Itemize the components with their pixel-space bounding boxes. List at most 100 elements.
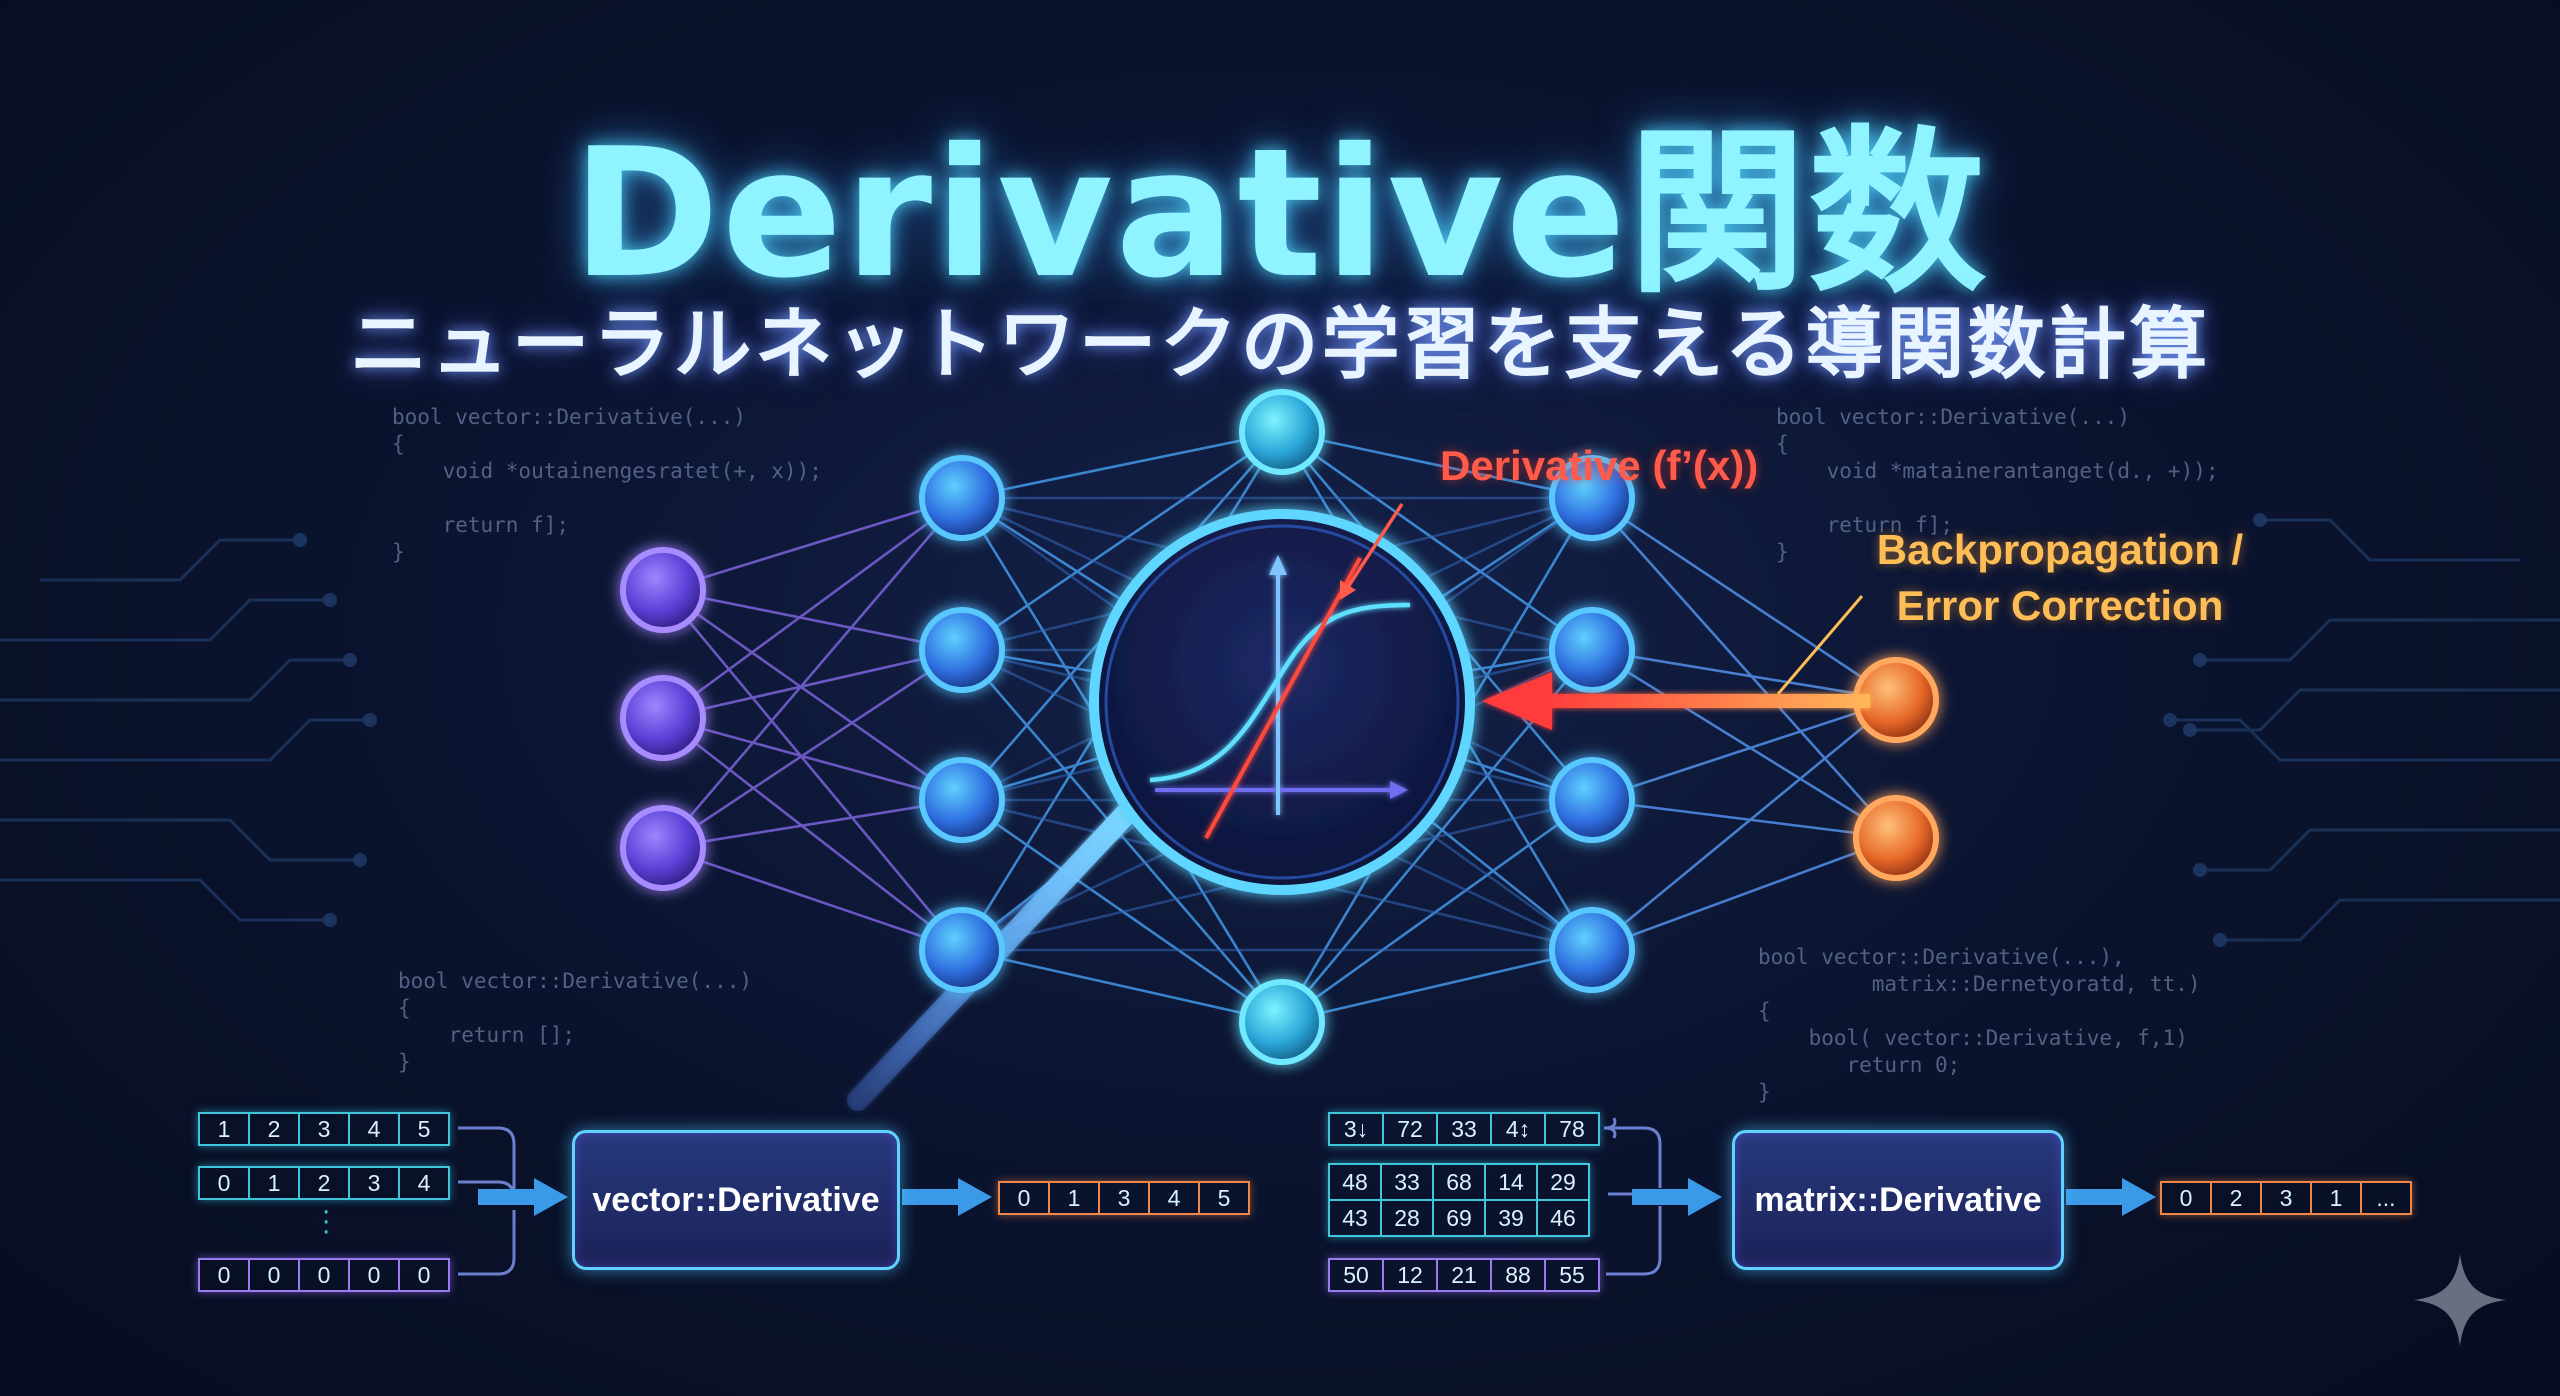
matrix-cell: 4↕ [1492, 1114, 1546, 1144]
connection-line [1591, 648, 1897, 702]
backpropagation-label-line: Error Correction [1896, 582, 2224, 629]
matrix-cell: 33 [1438, 1114, 1492, 1144]
connection-line [662, 648, 963, 850]
code-snippet-bottom-right: bool vector::Derivative(...), matrix::De… [1758, 945, 2201, 1104]
matrix-cell: 55 [1559, 1262, 1585, 1288]
backpropagation-arrow [1482, 672, 1870, 730]
vector-output-cell: 0 [1000, 1183, 1050, 1213]
hidden-node-b [1549, 455, 1635, 541]
page-subtitle: ニューラルネットワークの学習を支える導関数計算 [349, 300, 2211, 390]
connection-line [662, 648, 963, 720]
connection-line [961, 649, 1283, 1023]
matrix-output-cell: 2 [2212, 1183, 2262, 1213]
circuit-pads [293, 513, 2267, 947]
matrix-cell: 12 [1384, 1260, 1438, 1290]
hidden-node-b [1549, 607, 1635, 693]
connection-line [662, 496, 963, 720]
matrix-cell: 43 [1330, 1201, 1382, 1235]
matrix-input-row-4: 50 12 21 88 55 [1328, 1258, 1600, 1292]
vector-cell: 0 [200, 1260, 250, 1290]
hidden-node-a [919, 607, 1005, 693]
input-node [620, 675, 706, 761]
connection-line [1281, 430, 1593, 500]
backpropagation-label: Backpropagation / Error Correction [1860, 522, 2260, 634]
vector-derivative-box: vector::Derivative [572, 1130, 900, 1270]
vector-cell: 0 [250, 1260, 300, 1290]
connection-line [662, 846, 963, 952]
matrix-cell: 78 [1559, 1116, 1585, 1142]
vector-cell: 5 [417, 1116, 431, 1142]
vector-cell: 1 [200, 1114, 250, 1144]
matrix-cell: 29 [1550, 1169, 1576, 1195]
backpropagation-label-text: Backpropagation / Error Correction [1877, 526, 2243, 629]
page-title: Derivative関数 [571, 110, 1989, 317]
matrix-output-cell: ... [2376, 1185, 2396, 1211]
connection-line [961, 798, 1283, 1024]
vector-cell: 0 [350, 1260, 400, 1290]
connection-line [662, 798, 963, 850]
vector-output-cell: 4 [1150, 1183, 1200, 1213]
sigmoid-graph-icon [1149, 555, 1411, 839]
backprop-pointer-line [1776, 595, 1864, 695]
hidden-node-a [919, 455, 1005, 541]
matrix-input-block: 48 33 68 14 29 43 28 69 39 46 [1328, 1163, 1590, 1237]
network-nodes [620, 389, 1939, 1065]
connection-line [662, 588, 963, 652]
vector-cell: 0 [417, 1262, 431, 1288]
vector-output: 0 1 3 4 5 [998, 1181, 1250, 1215]
circuit-traces [0, 518, 2560, 942]
connection-line [1281, 948, 1593, 1024]
connection-line [662, 716, 963, 802]
matrix-cell: 33 [1382, 1165, 1434, 1199]
connection-line [662, 496, 963, 592]
matrix-cell: 69 [1434, 1201, 1486, 1235]
connection-line [1281, 430, 1593, 652]
vector-cell: 4 [350, 1114, 400, 1144]
vector-cell: 2 [250, 1114, 300, 1144]
vector-output-cell: 3 [1100, 1183, 1150, 1213]
flow-arrows [458, 1117, 2156, 1276]
vector-cell: 4 [417, 1170, 431, 1196]
matrix-output-cell: 3 [2262, 1183, 2312, 1213]
ellipsis-dots: ··· [322, 1198, 331, 1248]
matrix-input-row-1: 3↓ 72 33 4↕ 78 [1328, 1112, 1600, 1146]
center-node [1239, 979, 1325, 1065]
matrix-cell: 72 [1384, 1114, 1438, 1144]
matrix-output: 0 2 3 1 ... [2160, 1181, 2412, 1215]
vector-output-cell: 1 [1050, 1183, 1100, 1213]
matrix-row: 43 28 69 39 46 [1330, 1199, 1588, 1235]
derivative-label: Derivative (f’(x)) [1440, 442, 1759, 489]
connection-line [961, 430, 1283, 500]
vector-cell: 0 [300, 1260, 350, 1290]
hidden-node-b [1549, 757, 1635, 843]
code-snippet-top-right: bool vector::Derivative(...) { void *mat… [1776, 405, 2219, 564]
matrix-cell: 39 [1486, 1201, 1538, 1235]
vector-cell: 0 [200, 1168, 250, 1198]
vector-cell: 1 [250, 1168, 300, 1198]
matrix-output-cell: 1 [2312, 1183, 2362, 1213]
connection-line [661, 589, 964, 951]
code-snippet-top-left: bool vector::Derivative(...) { void *out… [392, 405, 822, 564]
connection-line [662, 588, 963, 802]
vector-input-row-2: 0 1 2 3 4 [198, 1166, 450, 1200]
vector-cell: 2 [300, 1168, 350, 1198]
matrix-cell: 46 [1550, 1205, 1576, 1231]
hidden-node-a [919, 757, 1005, 843]
matrix-cell: 88 [1492, 1260, 1546, 1290]
vector-input-row-3: 0 0 0 0 0 [198, 1258, 450, 1292]
backpropagation-label-line: Backpropagation / [1876, 526, 2244, 573]
matrix-cell: 21 [1438, 1260, 1492, 1290]
connection-line [961, 430, 1283, 652]
matrix-cell: 68 [1434, 1165, 1486, 1199]
matrix-cell: 48 [1330, 1165, 1382, 1199]
center-node [1239, 389, 1325, 475]
vector-output-cell: 5 [1217, 1185, 1231, 1211]
input-node [620, 547, 706, 633]
connection-line [1591, 648, 1897, 840]
connection-line [662, 497, 963, 849]
output-node [1853, 795, 1939, 881]
connection-line [662, 716, 963, 952]
hidden-node-a [919, 907, 1005, 993]
code-snippet-bottom-left: bool vector::Derivative(...) { return []… [398, 969, 753, 1074]
